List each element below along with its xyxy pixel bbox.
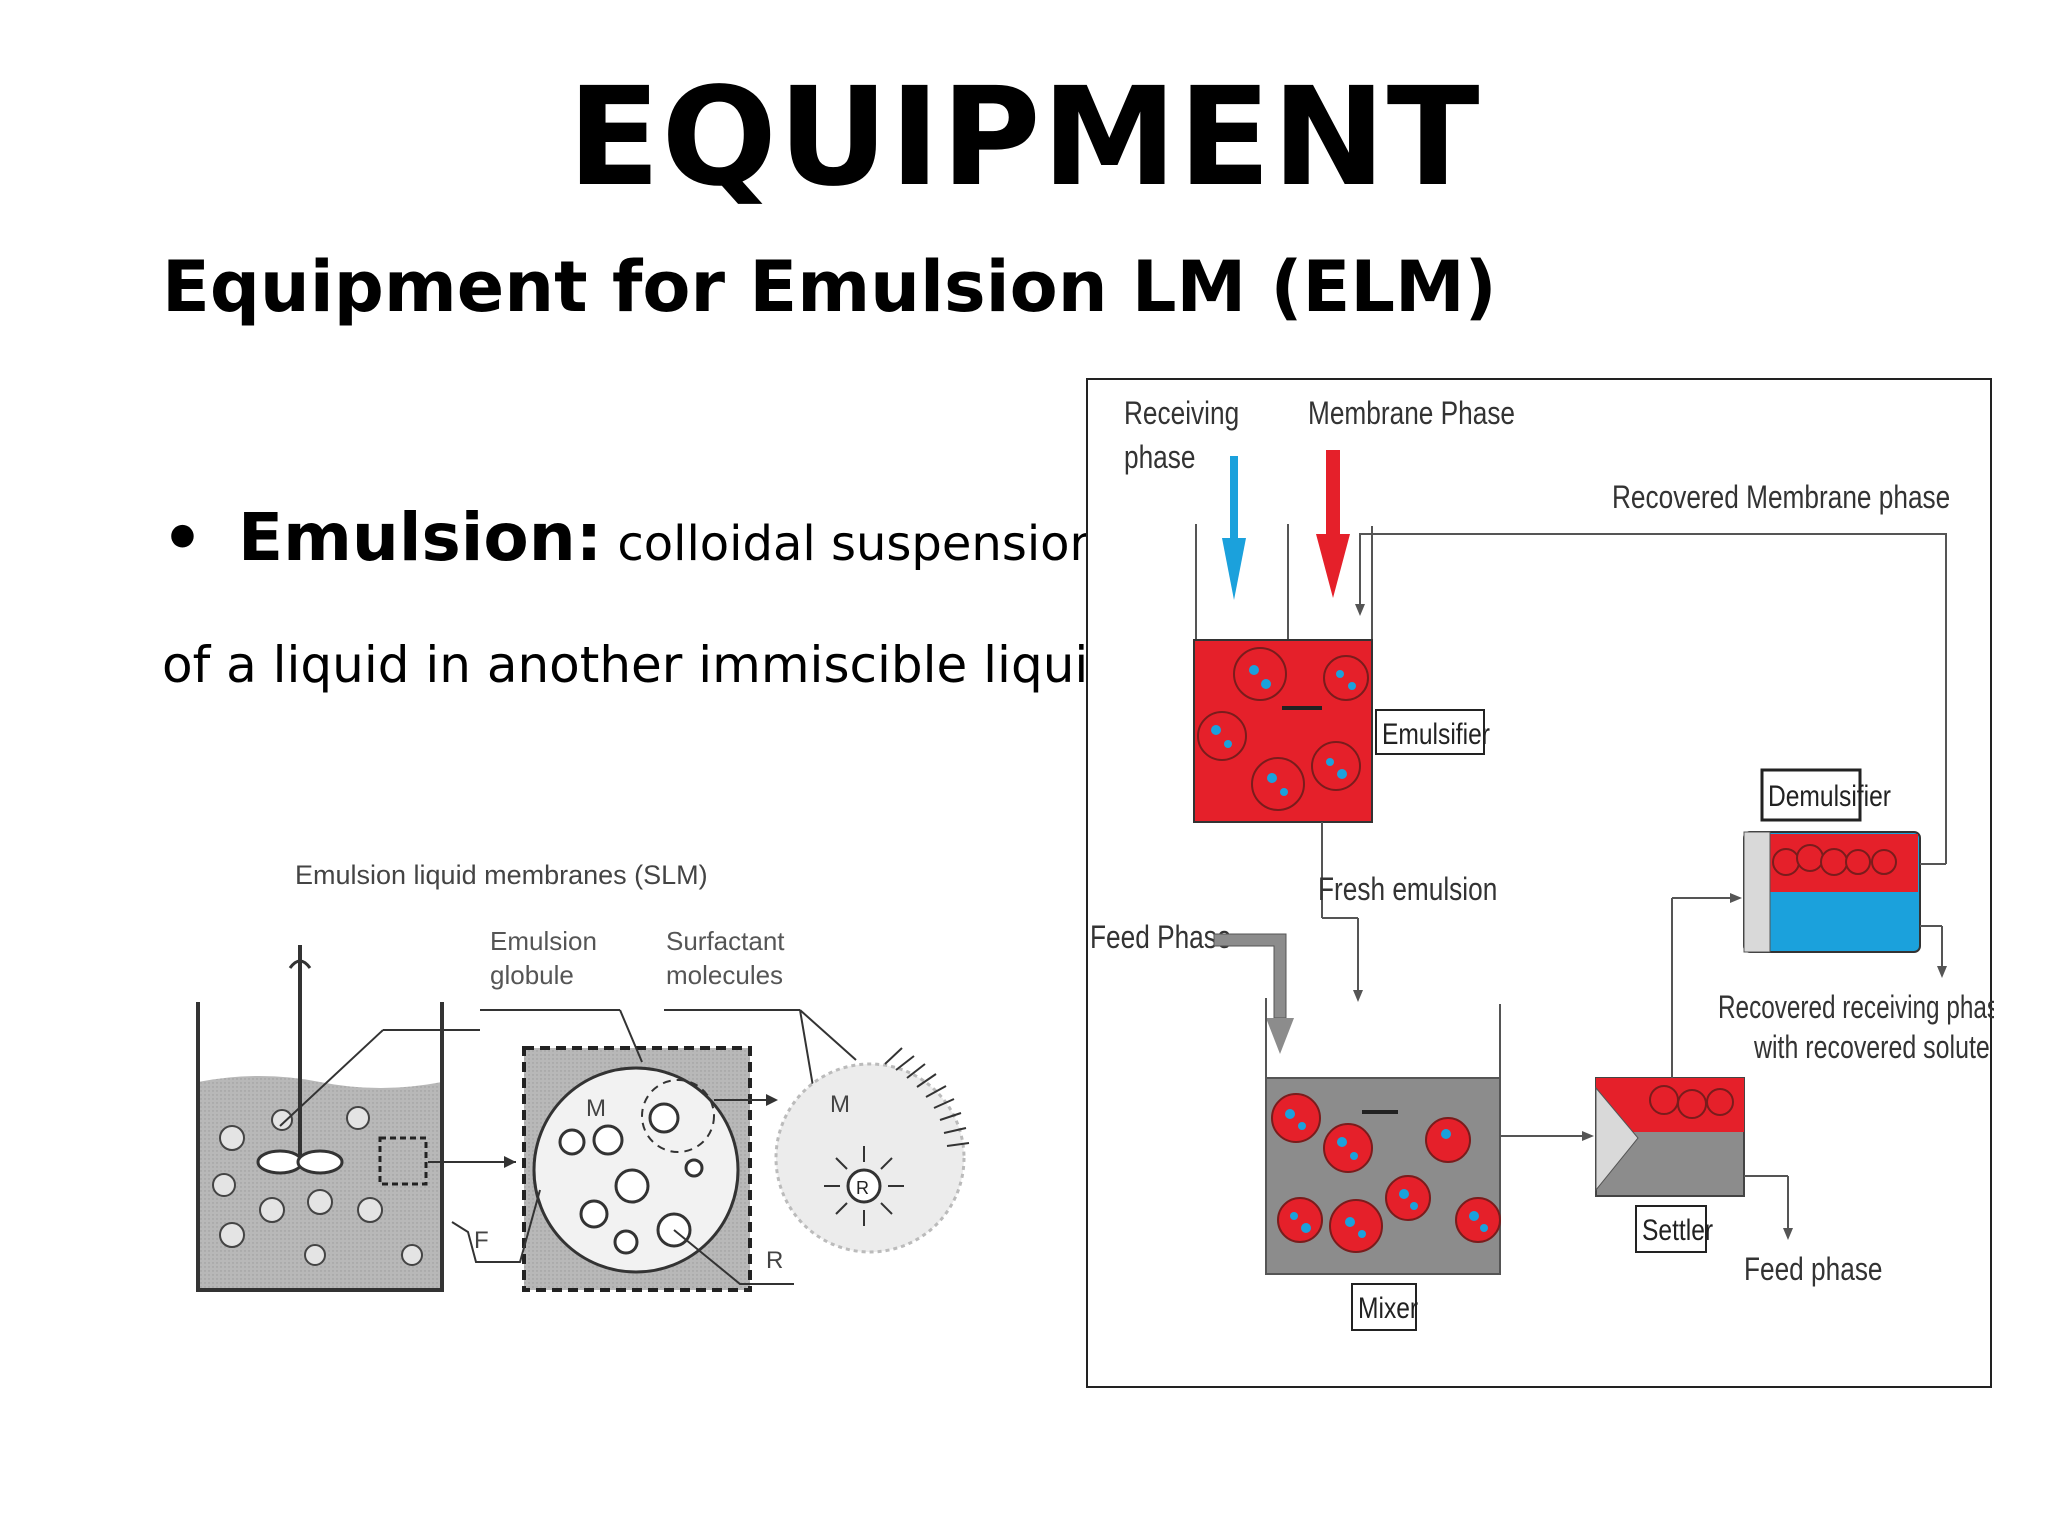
label-r-leader <box>673 1229 794 1285</box>
bullet-continuation: of a liquid in another immiscible liquid… <box>162 636 1141 692</box>
receiving-outlet-arrow-head <box>1937 966 1947 978</box>
bullet-item: • Emulsion: colloidal suspension <box>162 502 1100 576</box>
tank-wall <box>196 1002 444 1292</box>
demulsifier-end-cap <box>1743 831 1771 953</box>
label-emulsifier: Emulsifier <box>1382 717 1490 751</box>
label-receiving-1: Receiving <box>1124 397 1239 432</box>
surfactant-detail-circle <box>774 1062 966 1254</box>
label-fresh-emulsion: Fresh emulsion <box>1318 873 1497 908</box>
fresh-emulsion-arrow-head <box>1353 990 1363 1002</box>
demulsifier-droplets <box>1772 844 1897 876</box>
mixer-droplets <box>1271 1093 1501 1253</box>
demulsifier-label-box <box>1760 768 1862 822</box>
label-globule-2: globule <box>490 960 574 990</box>
settler-cone-icon <box>1595 1086 1639 1192</box>
membrane-recycle-line <box>1359 533 1947 864</box>
label-recovered-receiving-1: Recovered receiving phase <box>1718 990 1994 1026</box>
bullet-description: colloidal suspension <box>602 516 1100 572</box>
label-feed-phase-out: Feed phase <box>1744 1253 1883 1288</box>
receiving-inlet-arrow-head <box>1222 538 1246 600</box>
label-demulsifier: Demulsifier <box>1768 779 1891 813</box>
detail-circle-dashed <box>641 1079 715 1153</box>
label-feed-phase-in: Feed Phase <box>1090 921 1231 956</box>
feed-inlet-arrow-head <box>1266 1018 1294 1054</box>
zoom-arrow-head <box>504 1156 516 1168</box>
settler-droplets <box>1649 1085 1734 1119</box>
label-f: F <box>474 1227 489 1254</box>
membrane-inlet-arrow-head <box>1316 534 1350 598</box>
label-r: R <box>766 1247 783 1274</box>
emulsifier-blue-dots <box>1211 665 1356 796</box>
impeller-blade-right <box>296 1149 344 1175</box>
elm-process-flow-diagram: Receiving phase Membrane Phase Recovered… <box>1086 378 1994 1388</box>
left-diagram-title: Emulsion liquid membranes (SLM) <box>295 860 708 890</box>
receiving-inlet-arrow-shaft <box>1230 456 1238 548</box>
internal-droplets <box>558 1102 704 1255</box>
surfactant-layer-icon <box>884 1047 970 1147</box>
feed-outlet-arrow-head <box>1783 1228 1793 1240</box>
rotation-arrow-icon <box>288 959 312 969</box>
label-f-leader <box>451 1189 541 1263</box>
emulsifier-label-box <box>1375 709 1485 755</box>
bullet-marker: • <box>162 502 203 576</box>
impeller-blade-left <box>256 1149 304 1175</box>
bullet-continuation-text: of a liquid in another immiscible liquid <box>162 636 1121 694</box>
tank-liquid <box>198 1076 442 1290</box>
label-recovered-membrane: Recovered Membrane phase <box>1612 481 1950 516</box>
label-receiving-2: phase <box>1124 441 1195 476</box>
label-globule-1: Emulsion <box>490 926 597 956</box>
tank-globules <box>212 1106 423 1266</box>
to-demulsifier-arrow-head <box>1730 893 1742 903</box>
mixer-to-settler-arrow-head <box>1582 1131 1594 1141</box>
receiving-droplet-core <box>846 1168 882 1204</box>
label-surfactant-2: molecules <box>666 960 783 990</box>
emulsifier-droplets <box>1197 647 1369 811</box>
globule-leader-line <box>279 1029 384 1127</box>
mixer-label-box <box>1351 1283 1417 1331</box>
zoom-selection-box <box>378 1136 428 1186</box>
bullet-term: Emulsion: <box>238 499 603 576</box>
label-m-1: M <box>586 1095 606 1122</box>
settler-label-box <box>1635 1205 1707 1253</box>
surfactant-leader-3 <box>799 1009 857 1061</box>
slide-subtitle: Equipment for Emulsion LM (ELM) <box>162 246 1497 328</box>
label-m-2: M <box>830 1091 850 1118</box>
label-r-core: R <box>856 1178 869 1198</box>
membrane-recycle-arrow-head <box>1355 604 1365 616</box>
membrane-inlet-arrow-shaft <box>1326 450 1340 540</box>
detail-arrow-head <box>766 1094 778 1106</box>
label-recovered-receiving-2: with recovered solute <box>1753 1030 1990 1066</box>
slide-title: EQUIPMENT <box>567 59 1481 217</box>
label-mixer: Mixer <box>1358 1291 1418 1325</box>
label-settler: Settler <box>1642 1213 1713 1247</box>
label-membrane-phase: Membrane Phase <box>1308 397 1515 432</box>
surfactant-rays-icon <box>824 1146 904 1226</box>
mixer-blue-dots <box>1285 1109 1488 1238</box>
emulsion-liquid-membrane-diagram: Emulsion liquid membranes (SLM) Emulsion… <box>196 860 970 1292</box>
label-surfactant-1: Surfactant <box>666 926 785 956</box>
globule-leader-4 <box>619 1009 643 1063</box>
